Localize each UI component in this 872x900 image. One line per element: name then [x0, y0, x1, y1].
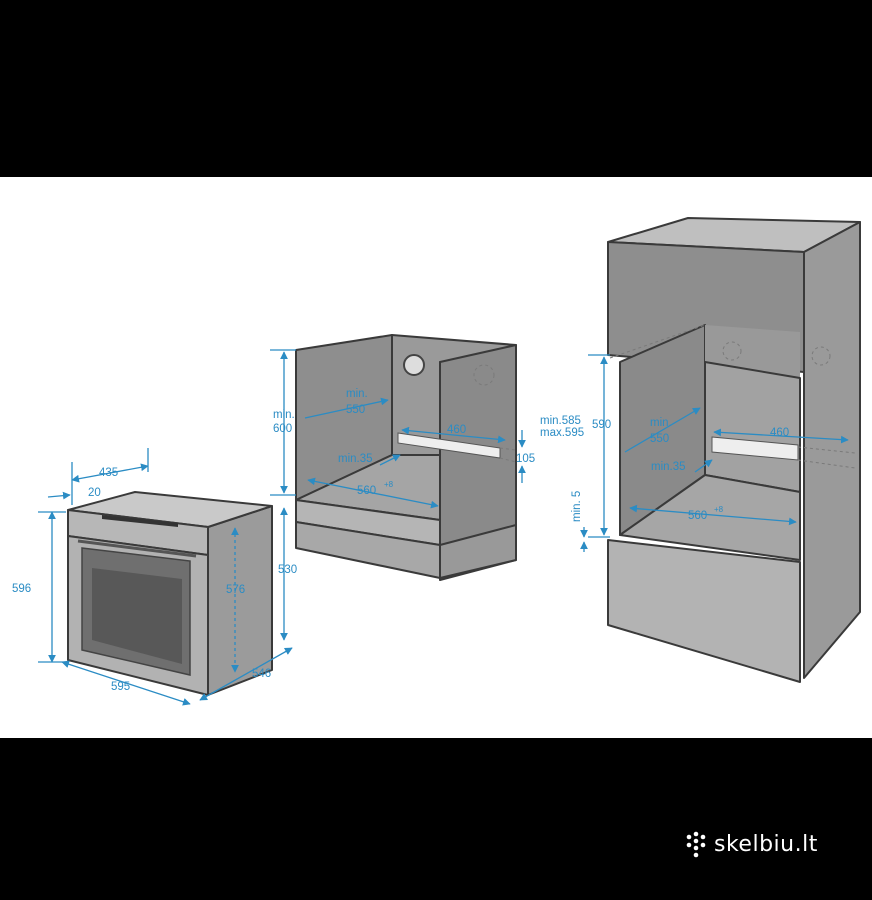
- dim-min585: min.585: [540, 415, 581, 427]
- dim-546: 546: [252, 668, 271, 680]
- dim-560: 560: [357, 485, 376, 497]
- dim-560b: 560: [688, 510, 707, 522]
- dim-max595: max.595: [540, 427, 584, 439]
- watermark-text: skelbiu.lt: [714, 832, 818, 857]
- dim-20: 20: [88, 487, 101, 499]
- dim-596: 596: [12, 583, 31, 595]
- dim-435: 435: [99, 467, 118, 479]
- tall-unit-cabinet: [607, 217, 861, 683]
- dim-min-550-label: min.: [346, 388, 368, 400]
- dim-576: 576: [226, 584, 245, 596]
- dim-min-label: min.: [273, 409, 295, 421]
- dim-460: 460: [447, 424, 466, 436]
- skelbiu-watermark: skelbiu.lt: [686, 831, 818, 858]
- dim-min35: min.35: [338, 453, 373, 465]
- dim-min35b: min.35: [651, 461, 686, 473]
- dim-590: 590: [592, 419, 611, 431]
- dim-460b: 460: [770, 427, 789, 439]
- top-black-bar: [0, 0, 872, 177]
- dim-550b: 550: [650, 433, 669, 445]
- dim-min5: min. 5: [571, 491, 583, 522]
- dim-560b-tol: +8: [714, 505, 724, 514]
- dim-595: 595: [111, 681, 130, 693]
- skelbiu-logo-icon: [686, 831, 706, 858]
- dim-min-550b-label: min.: [650, 417, 672, 429]
- tall-unit-dimensions: min.585 max.595 590 min. 550 460 min.35 …: [540, 354, 849, 552]
- dim-560-tol: +8: [384, 480, 394, 489]
- dim-105: 105: [516, 453, 535, 465]
- under-counter-cabinet: [295, 334, 517, 581]
- dim-550: 550: [346, 404, 365, 416]
- bottom-black-bar: [0, 738, 872, 900]
- dim-600: 600: [273, 423, 292, 435]
- dim-530: 530: [278, 564, 297, 576]
- oven-dimensions: 435 20 596 595 576 546 530: [12, 448, 297, 706]
- under-counter-dimensions: min. 600 min. 550 460 105 min.35 560 +8: [270, 349, 535, 509]
